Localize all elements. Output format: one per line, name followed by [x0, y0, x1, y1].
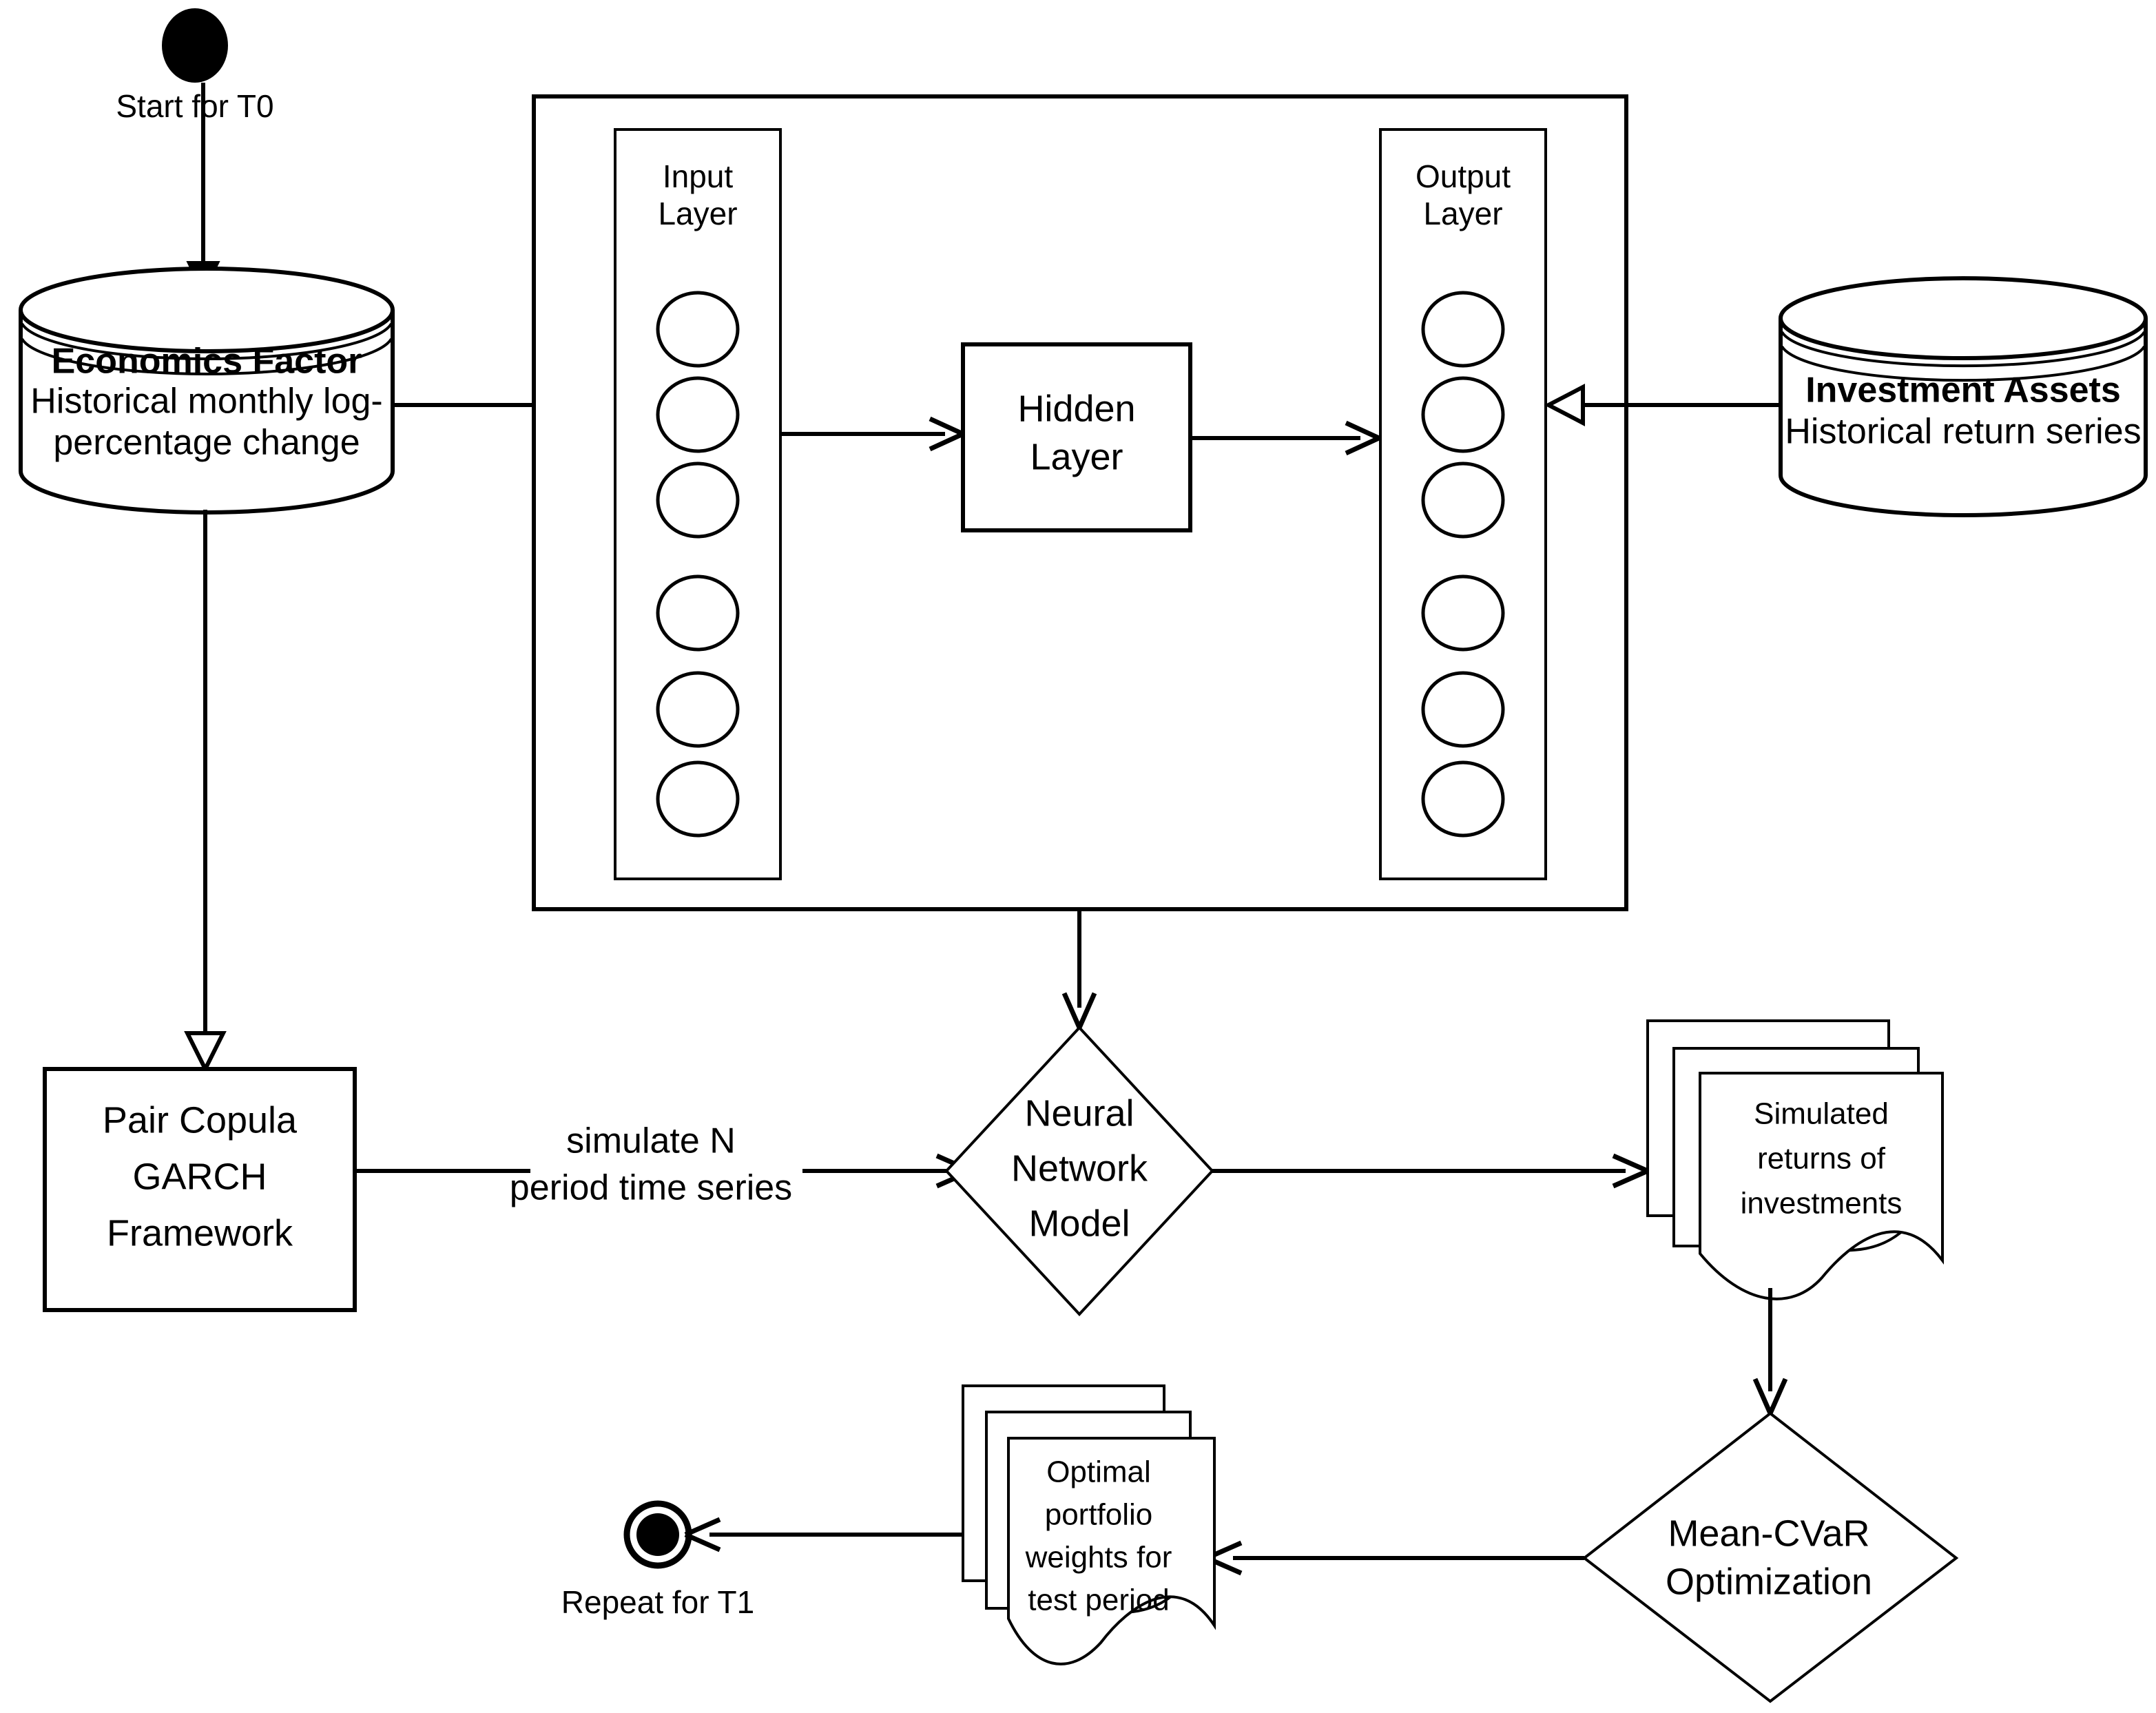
cylinder-ring-1: [21, 323, 393, 360]
pair-copula-garch-process[interactable]: Pair Copula GARCH Framework: [43, 1067, 357, 1312]
pair-copula-line3: Framework: [107, 1212, 293, 1254]
input-neuron-icon: [656, 760, 740, 838]
arrowhead-right-icon: [1612, 1153, 1649, 1189]
simulate-label-line2: period time series: [510, 1168, 792, 1208]
simulated-returns-line1: Simulated: [1754, 1097, 1889, 1131]
simulated-returns-document[interactable]: Simulated returns of investments: [1646, 1019, 1944, 1300]
edge-optimal-weights-to-end: [684, 1517, 963, 1553]
nn-model-line1: Neural: [1024, 1092, 1134, 1134]
cylinder-top-lid: [19, 309, 395, 353]
output-neuron-icon: [1421, 574, 1505, 652]
investment-assets-title: Investment Assets: [1805, 371, 2121, 411]
pair-copula-box: [43, 1067, 357, 1312]
arrowhead-left-open-icon: [1544, 384, 1585, 426]
nn-model-line3: Model: [1028, 1203, 1130, 1244]
edge-nn-model-to-simulated-returns: [1212, 1153, 1649, 1189]
document-sheet-front: [1699, 1072, 1944, 1300]
start-node-label: Start for T0: [116, 88, 273, 124]
mean-cvar-line1: Mean-CVaR: [1668, 1513, 1869, 1554]
input-neuron-icon: [656, 574, 740, 652]
cylinder-ring-2: [1781, 345, 2146, 382]
hidden-layer-group[interactable]: Hidden Layer: [961, 342, 1192, 532]
arrowhead-down-open-icon: [184, 1031, 227, 1074]
simulate-label-line1: simulate N: [566, 1121, 736, 1161]
input-neuron-icon: [656, 376, 740, 453]
optimal-weights-document[interactable]: Optimal portfolio weights for test perio…: [962, 1384, 1216, 1665]
edge-nn-container-to-nn-model: [1061, 909, 1097, 1029]
arrowhead-right-icon: [929, 416, 964, 452]
optimal-weights-line3: weights for: [1025, 1541, 1172, 1575]
document-sheet-front: [1007, 1437, 1216, 1665]
pair-copula-line2: GARCH: [132, 1156, 267, 1197]
input-layer-title-line2: Layer: [658, 196, 737, 231]
input-neuron-icon: [656, 671, 740, 748]
edge-pair-copula-to-nn-model: simulate N period time series: [355, 1121, 973, 1208]
optimal-weights-line1: Optimal: [1046, 1455, 1151, 1489]
economics-factor-title: Economics Factor: [52, 342, 362, 382]
output-layer-title-line2: Layer: [1423, 196, 1502, 231]
economics-factor-datastore[interactable]: Economics Factor Historical monthly log-…: [19, 267, 395, 515]
cylinder-top-lid: [1779, 318, 2148, 360]
output-neuron-icon: [1421, 461, 1505, 539]
edge-mean-cvar-to-optimal-weights: [1205, 1540, 1584, 1576]
mean-cvar-optimization-decision[interactable]: Mean-CVaR Optimization: [1582, 1411, 1959, 1703]
output-neuron-icon: [1421, 671, 1505, 748]
arrowhead-down-icon: [1061, 992, 1097, 1029]
output-neuron-icon: [1421, 760, 1505, 838]
edge-economics-to-pair-copula: [184, 510, 227, 1074]
simulated-returns-line3: investments: [1741, 1187, 1903, 1221]
arrowhead-right-icon: [1345, 420, 1380, 456]
edge-hidden-to-output: [1190, 420, 1380, 456]
simulated-returns-line2: returns of: [1757, 1142, 1886, 1176]
mean-cvar-line2: Optimization: [1666, 1561, 1872, 1602]
edge-investment-to-output-layer: [1544, 384, 1781, 426]
input-layer-title-line1: Input: [663, 158, 734, 194]
arrowhead-down-icon: [1752, 1378, 1788, 1415]
mean-cvar-diamond: [1582, 1411, 1959, 1703]
cylinder-ring-2: [21, 338, 393, 375]
input-neuron-icon: [656, 291, 740, 368]
economics-factor-line1: Historical monthly log-: [30, 382, 383, 422]
final-state-ring-icon: [623, 1500, 692, 1569]
economics-factor-line2: percentage change: [53, 423, 360, 463]
output-neuron-icon: [1421, 291, 1505, 368]
cylinder-ring-1: [1781, 331, 2146, 368]
investment-assets-datastore[interactable]: Investment Assets Historical return seri…: [1779, 276, 2148, 517]
final-state-core-icon: [636, 1513, 679, 1556]
nn-model-line2: Network: [1011, 1148, 1148, 1189]
hidden-layer-box: [961, 342, 1192, 532]
investment-assets-line1: Historical return series: [1785, 412, 2141, 452]
input-layer-group[interactable]: Input Layer: [614, 128, 782, 880]
end-node-label: Repeat for T1: [561, 1584, 754, 1620]
edge-input-to-hidden: [780, 416, 964, 452]
hidden-layer-title-line2: Layer: [1030, 436, 1123, 477]
nn-model-diamond: [944, 1026, 1214, 1316]
edge-simulated-returns-to-mean-cvar: [1752, 1288, 1788, 1415]
neural-network-model-decision[interactable]: Neural Network Model: [944, 1026, 1214, 1316]
start-circle-icon: [162, 8, 228, 83]
pair-copula-line1: Pair Copula: [103, 1099, 298, 1141]
hidden-layer-title-line1: Hidden: [1017, 388, 1135, 429]
start-node[interactable]: Start for T0: [116, 8, 274, 124]
end-node[interactable]: Repeat for T1: [561, 1500, 754, 1620]
optimal-weights-line2: portfolio: [1045, 1498, 1153, 1532]
optimal-weights-line4: test period: [1028, 1584, 1169, 1617]
output-neuron-icon: [1421, 376, 1505, 453]
output-layer-title-line1: Output: [1416, 158, 1511, 194]
input-neuron-icon: [656, 461, 740, 539]
output-layer-group[interactable]: Output Layer: [1379, 128, 1547, 880]
